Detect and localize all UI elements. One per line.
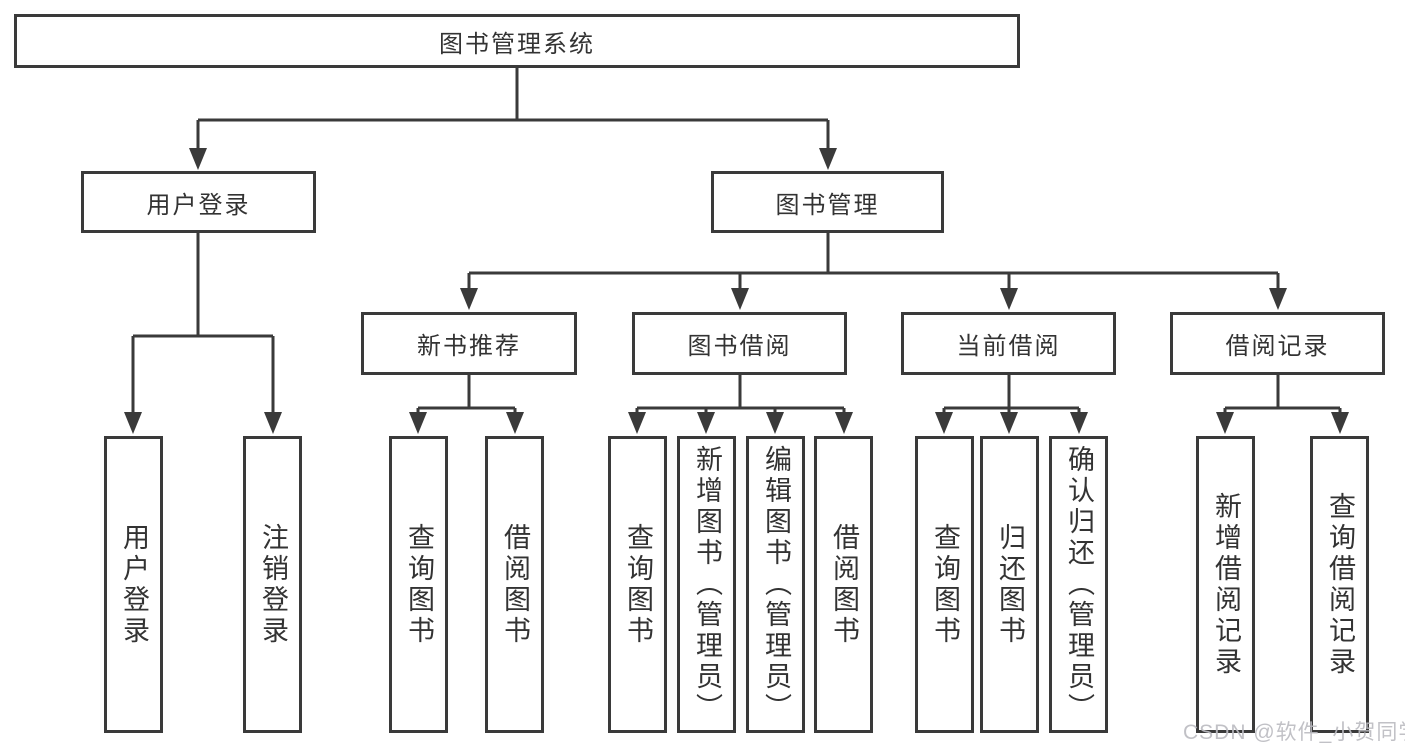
node-book-borrow: 图书借阅 (632, 312, 847, 375)
node-borrow-query-books: 查询图书 (608, 436, 667, 733)
node-label: 查询图书 (623, 522, 653, 647)
arrow-down-icon (766, 412, 784, 434)
node-library-system: 图书管理系统 (14, 14, 1020, 68)
node-borrow-record: 借阅记录 (1170, 312, 1385, 375)
arrow-down-icon (264, 412, 282, 434)
arrow-down-icon (628, 412, 646, 434)
node-label: 归还图书 (995, 522, 1025, 647)
node-label: 编辑图书（管理员） (761, 445, 791, 724)
node-rec-borrow-books: 借阅图书 (485, 436, 544, 733)
node-current-confirm-return-admin: 确认归还（管理员） (1049, 436, 1108, 733)
branch-user-login (124, 233, 282, 434)
csdn-watermark: CSDN @软件_小贺同学 (1183, 721, 1405, 744)
arrow-down-icon (1269, 288, 1287, 310)
node-label: 查询图书 (404, 522, 434, 647)
arrow-down-icon (697, 412, 715, 434)
node-label: 确认归还（管理员） (1064, 445, 1094, 724)
arrow-down-icon (819, 148, 837, 170)
node-label: 注销登录 (258, 522, 288, 647)
branch-book-borrow (628, 375, 853, 434)
node-label: 查询借阅记录 (1325, 491, 1355, 678)
node-record-query: 查询借阅记录 (1310, 436, 1369, 733)
node-user-login: 用户登录 (81, 171, 316, 233)
node-borrow-add-books-admin: 新增图书（管理员） (677, 436, 736, 733)
arrow-down-icon (935, 412, 953, 434)
node-current-borrow: 当前借阅 (901, 312, 1116, 375)
arrow-down-icon (835, 412, 853, 434)
arrow-down-icon (1070, 412, 1088, 434)
node-current-return-books: 归还图书 (980, 436, 1039, 733)
node-label: 借阅图书 (829, 522, 859, 647)
node-record-add: 新增借阅记录 (1196, 436, 1255, 733)
arrow-down-icon (189, 148, 207, 170)
branch-current-borrow (935, 375, 1088, 434)
node-user-login-leaf: 用户登录 (104, 436, 163, 733)
arrow-down-icon (731, 288, 749, 310)
node-borrow-edit-books-admin: 编辑图书（管理员） (746, 436, 805, 733)
branch-book-management (460, 233, 1287, 310)
arrow-down-icon (506, 412, 524, 434)
arrow-down-icon (1000, 288, 1018, 310)
node-label: 新增借阅记录 (1211, 491, 1241, 678)
node-rec-query-books: 查询图书 (389, 436, 448, 733)
node-label: 查询图书 (930, 522, 960, 647)
node-label: 用户登录 (119, 522, 149, 647)
arrow-down-icon (1216, 412, 1234, 434)
branch-new-book-recommend (409, 375, 524, 434)
node-borrow-lend-books: 借阅图书 (814, 436, 873, 733)
node-logout: 注销登录 (243, 436, 302, 733)
node-book-management: 图书管理 (711, 171, 944, 233)
arrow-down-icon (1000, 412, 1018, 434)
arrow-down-icon (1331, 412, 1349, 434)
node-label: 借阅图书 (500, 522, 530, 647)
node-label: 新增图书（管理员） (692, 445, 722, 724)
node-new-book-recommend: 新书推荐 (361, 312, 577, 375)
branch-borrow-record (1216, 375, 1349, 434)
arrow-down-icon (460, 288, 478, 310)
node-current-query-books: 查询图书 (915, 436, 974, 733)
arrow-down-icon (124, 412, 142, 434)
arrow-down-icon (409, 412, 427, 434)
branch-root (189, 68, 837, 170)
